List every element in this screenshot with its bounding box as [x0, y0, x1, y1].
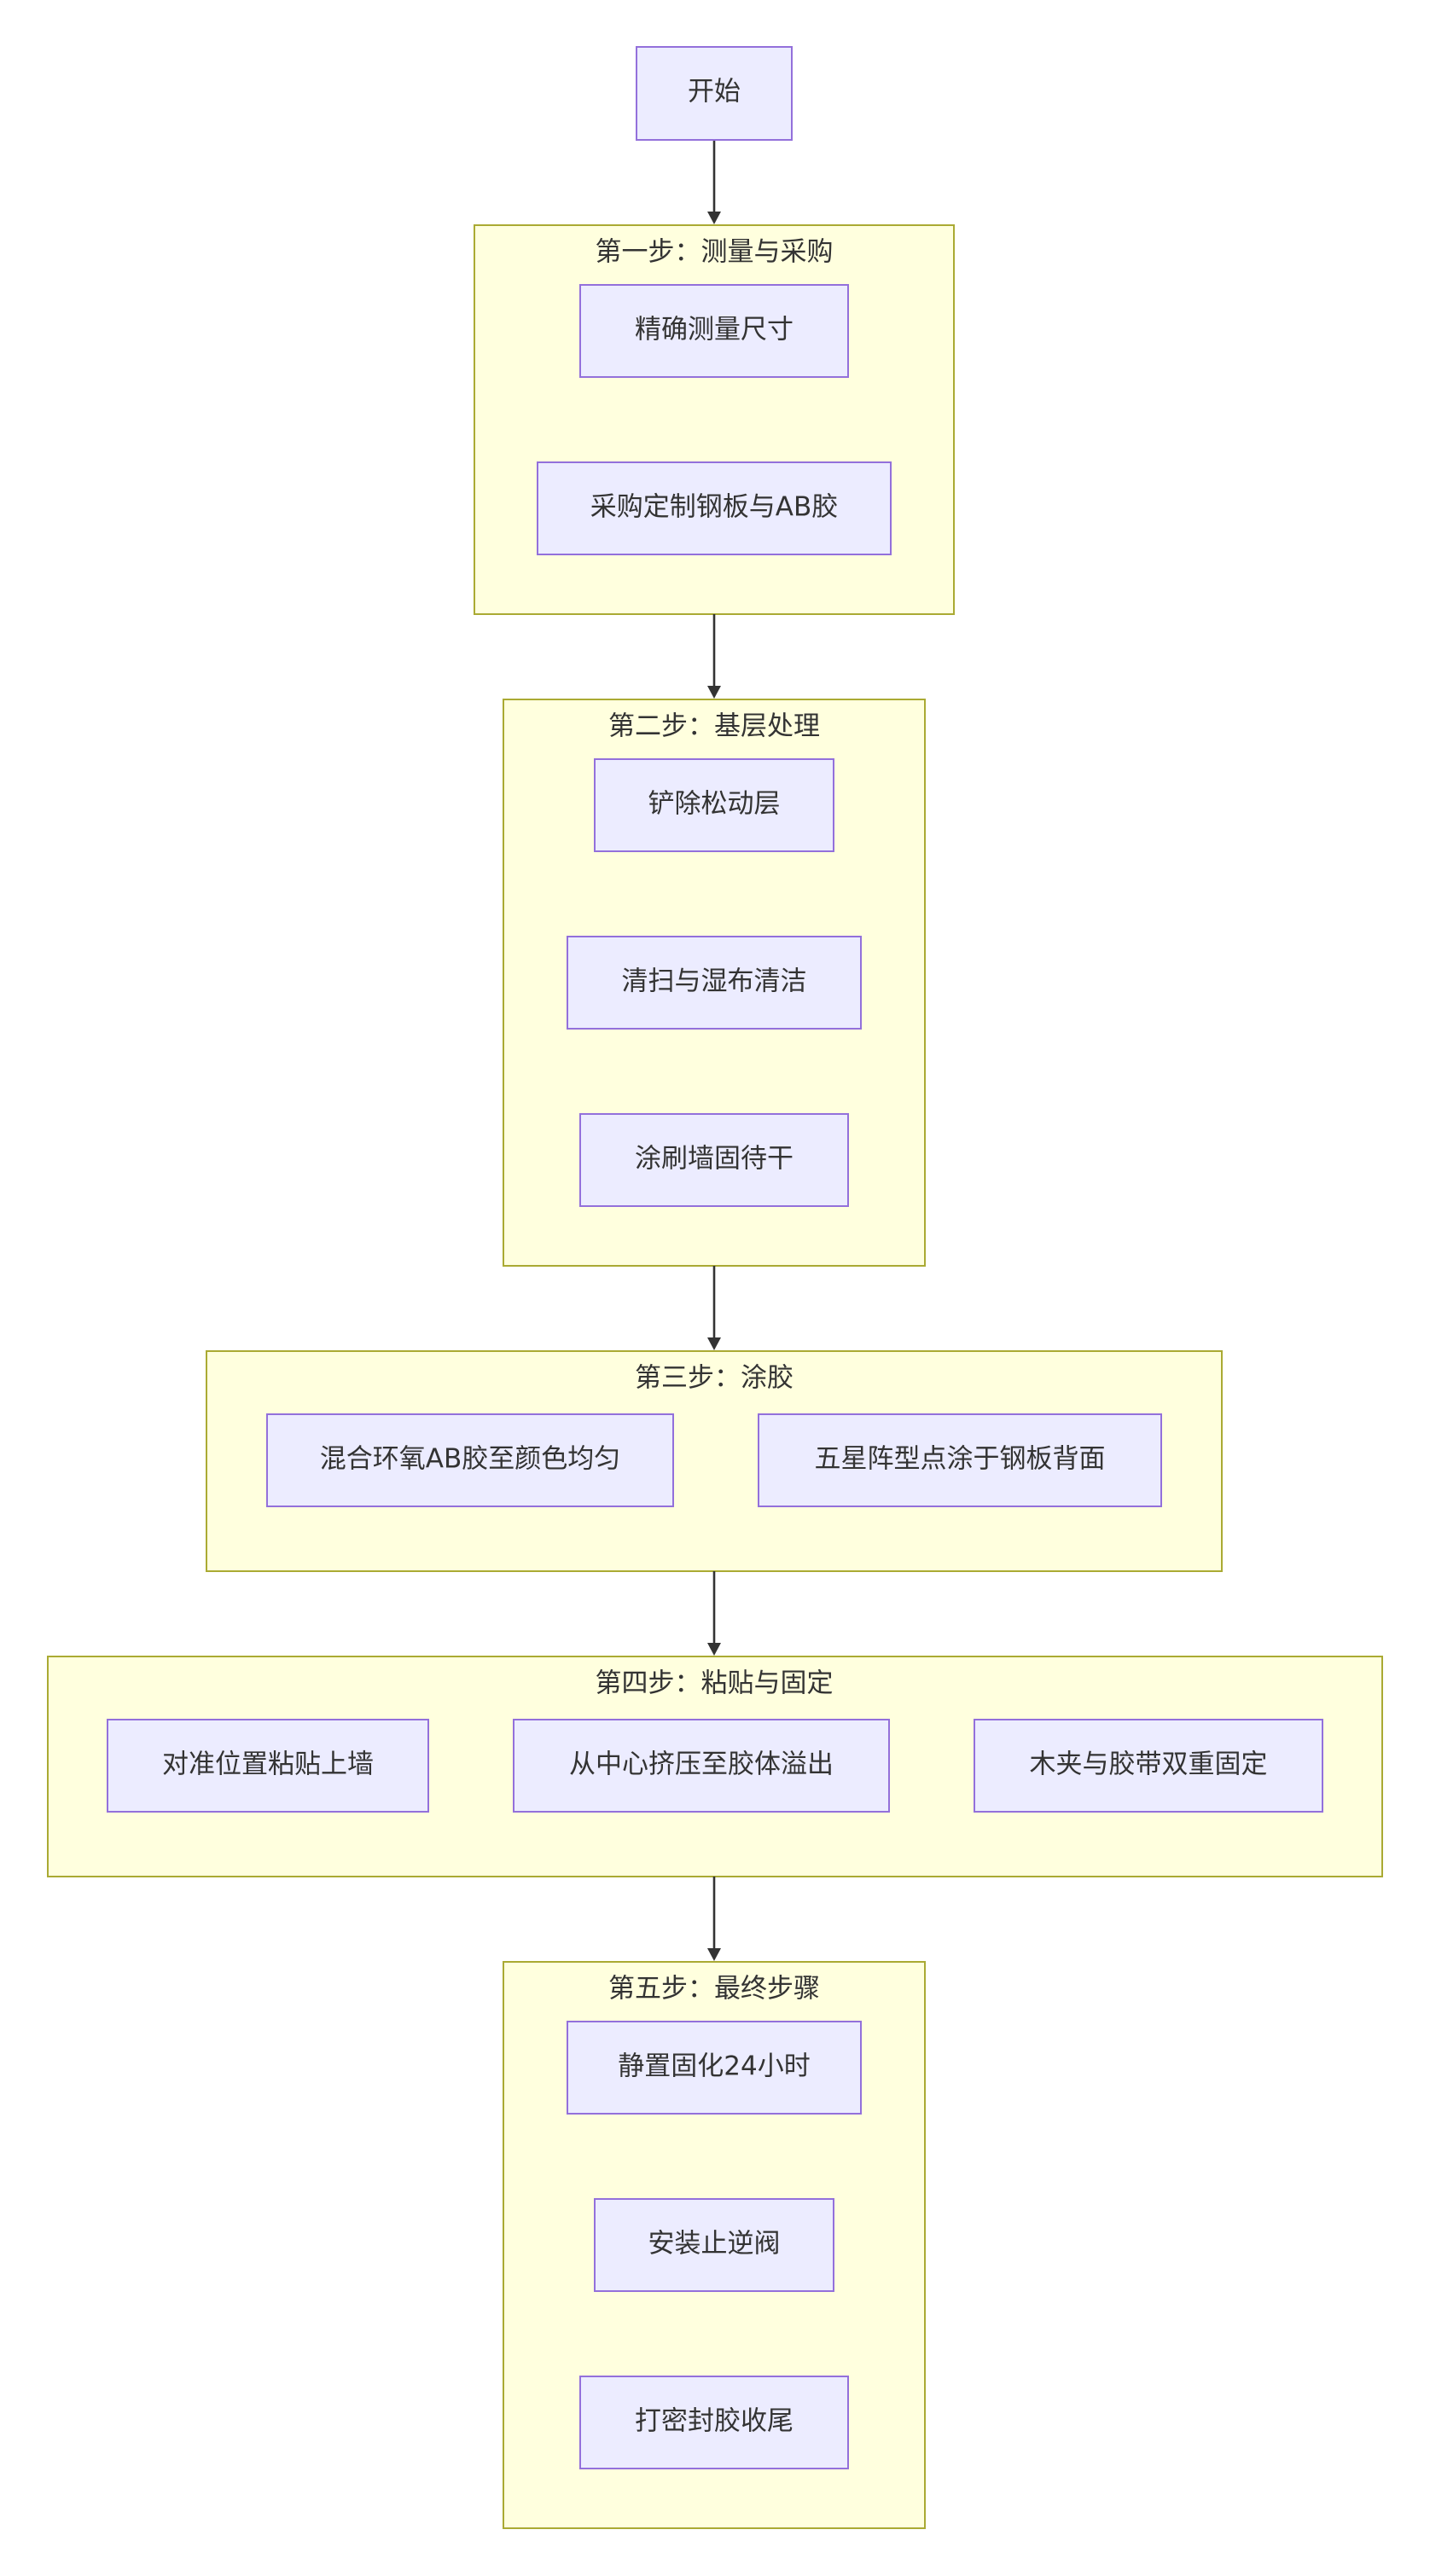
step-node: 静置固化24小时 [567, 2021, 862, 2115]
step-node: 精确测量尺寸 [579, 284, 849, 378]
start-node: 开始 [636, 46, 793, 141]
arrow-stage-2-to-stage-3 [707, 1266, 721, 1350]
step-node: 涂刷墙固待干 [579, 1113, 849, 1207]
step-label: 从中心挤压至胶体溢出 [569, 1749, 834, 1780]
step-label: 静置固化24小时 [618, 2051, 810, 2082]
step-node: 木夹与胶带双重固定 [974, 1719, 1323, 1813]
step-label: 清扫与湿布清洁 [622, 966, 807, 997]
stage-1-title: 第一步：测量与采购 [596, 237, 834, 268]
start-node-label: 开始 [688, 77, 741, 107]
stage-5-title: 第五步：最终步骤 [608, 1974, 820, 2005]
arrow-stage-4-to-stage-5 [707, 1877, 721, 1961]
step-label: 采购定制钢板与AB胶 [590, 492, 838, 523]
stage-2-title: 第二步：基层处理 [608, 711, 820, 742]
step-node: 对准位置粘贴上墙 [107, 1719, 429, 1813]
step-node: 安装止逆阀 [594, 2198, 834, 2292]
step-node: 铲除松动层 [594, 758, 834, 852]
arrow-stage-3-to-stage-4 [707, 1571, 721, 1656]
step-label: 打密封胶收尾 [635, 2406, 793, 2437]
step-node: 清扫与湿布清洁 [567, 936, 862, 1030]
step-node: 五星阵型点涂于钢板背面 [758, 1413, 1162, 1507]
stage-4-title: 第四步：粘贴与固定 [596, 1668, 834, 1699]
stage-1-box [474, 224, 955, 615]
flow-arrows [707, 140, 721, 1961]
step-label: 精确测量尺寸 [635, 315, 793, 345]
step-node: 打密封胶收尾 [579, 2376, 849, 2469]
step-node: 采购定制钢板与AB胶 [537, 461, 892, 555]
arrow-start-to-stage-1 [707, 140, 721, 224]
step-label: 混合环氧AB胶至颜色均匀 [320, 1444, 620, 1475]
step-label: 对准位置粘贴上墙 [162, 1749, 374, 1780]
step-label: 安装止逆阀 [648, 2229, 781, 2260]
step-label: 铲除松动层 [648, 789, 781, 820]
step-node: 混合环氧AB胶至颜色均匀 [266, 1413, 674, 1507]
stage-1-cluster: 第一步：测量与采购 [474, 224, 955, 615]
step-label: 木夹与胶带双重固定 [1030, 1749, 1268, 1780]
step-node: 从中心挤压至胶体溢出 [513, 1719, 890, 1813]
stage-3-title: 第三步：涂胶 [635, 1363, 793, 1394]
step-label: 涂刷墙固待干 [635, 1144, 793, 1175]
arrow-stage-1-to-stage-2 [707, 614, 721, 699]
step-label: 五星阵型点涂于钢板背面 [815, 1444, 1106, 1475]
